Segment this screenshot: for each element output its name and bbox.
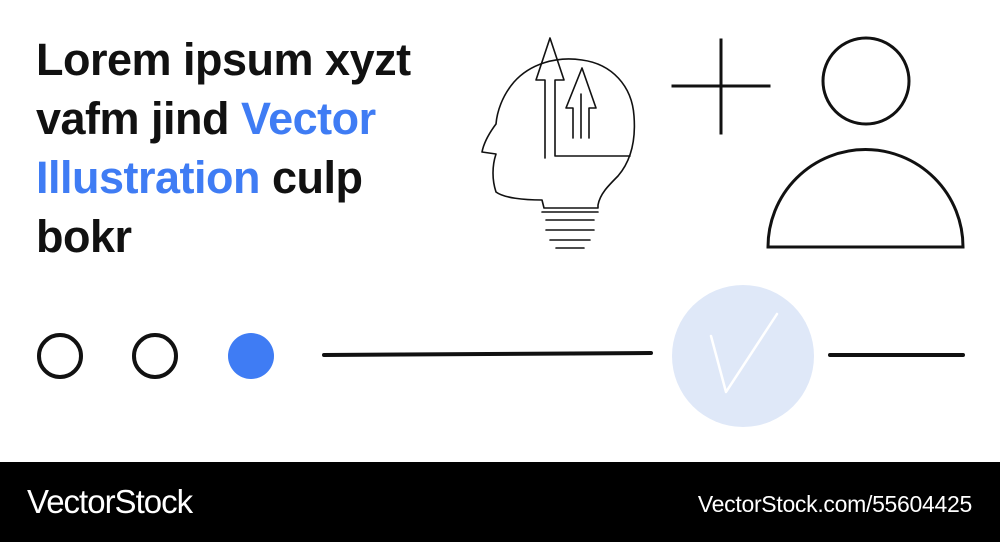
check-icon [709, 312, 779, 394]
head-lightbulb-growth-arrows-icon [481, 37, 636, 249]
progress-steps [37, 333, 274, 379]
check-circle [672, 285, 814, 427]
step-dot-empty [37, 333, 83, 379]
brand-logo: VectorStock [27, 483, 193, 520]
check-badge [672, 285, 814, 427]
progress-line [322, 351, 653, 357]
step-dot-empty [132, 333, 178, 379]
headline-text-2: culp bokr [36, 152, 363, 262]
step-dot-filled [228, 333, 274, 379]
plus-icon [671, 38, 771, 135]
headline: Lorem ipsum xyzt vafm jind Vector Illust… [36, 30, 456, 266]
image-id: VectorStock.com/55604425 [697, 491, 972, 517]
headline-accent: Vector Illustration [36, 93, 376, 203]
headline-text-1: Lorem ipsum xyzt vafm jind [36, 34, 411, 144]
illustration [37, 36, 965, 427]
user-icon [766, 36, 965, 249]
footer: VectorStock VectorStock.com/55604425 [0, 462, 1000, 542]
